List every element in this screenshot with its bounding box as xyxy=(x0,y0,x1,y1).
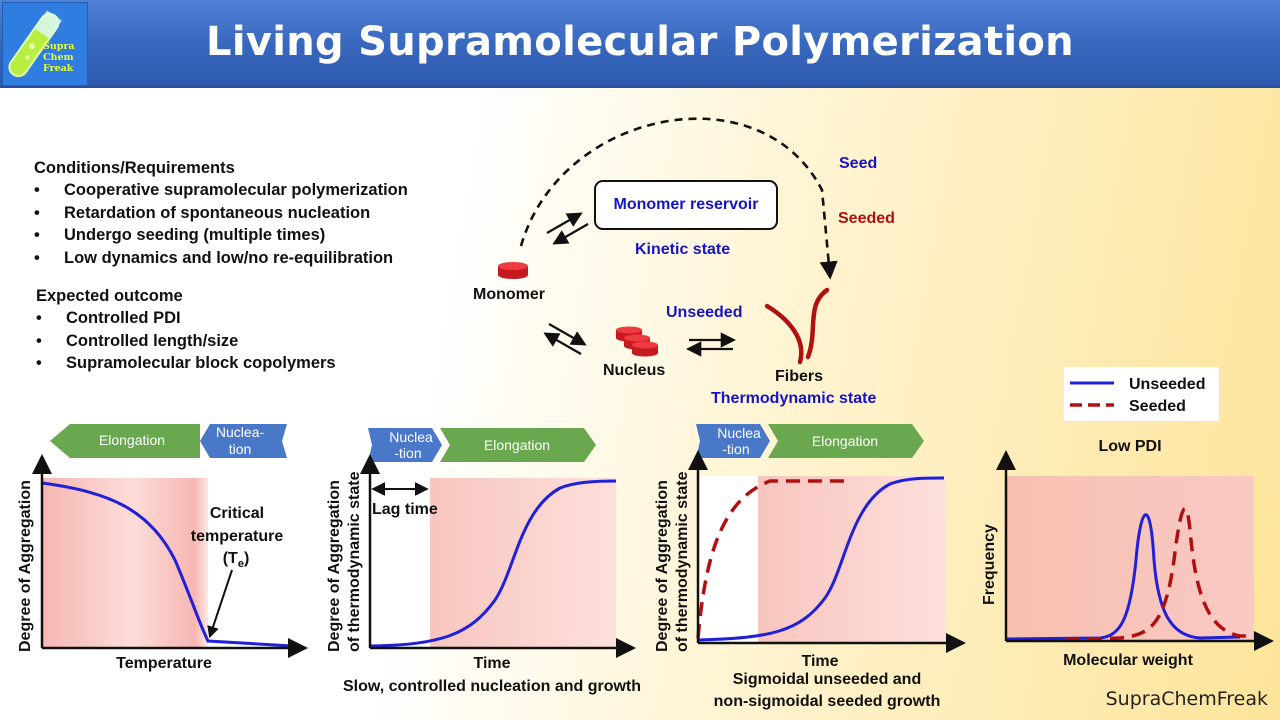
legend-unseeded-label: Unseeded xyxy=(1129,376,1205,393)
list-item: •Controlled length/size xyxy=(36,331,239,350)
nucleus-label: Nucleus xyxy=(603,362,666,379)
chart1-elongation-text: Elongation xyxy=(99,432,165,448)
equilibrium-arrows-reservoir xyxy=(546,212,589,245)
chart1-annotation-2: temperature xyxy=(191,528,284,545)
chart3-plot-area xyxy=(758,476,946,642)
chart1-plot-area xyxy=(42,478,208,648)
chart1-white-region xyxy=(208,478,292,648)
seeded-label: Seeded xyxy=(838,210,895,227)
chart2-lag-label: Lag time xyxy=(372,501,438,518)
chart4-y-label: Frequency xyxy=(981,524,998,605)
seeding-arc xyxy=(519,117,838,280)
chart1-curve xyxy=(41,481,293,648)
list-item: •Low dynamics and low/no re-equilibratio… xyxy=(34,248,394,267)
equilibrium-arrows-fibers xyxy=(685,332,737,357)
chart4-seeded-curve xyxy=(1065,506,1254,642)
list-item: •Supramolecular block copolymers xyxy=(36,354,336,372)
chart3-elongation-arrow xyxy=(768,424,924,458)
chart3-unseeded-curve xyxy=(697,476,945,642)
watermark: SupraChemFreak xyxy=(1105,688,1268,710)
fibers-icon xyxy=(764,287,830,365)
outcome-list: •Controlled PDI •Controlled length/size … xyxy=(36,307,336,375)
legend-swatches: Unseeded Seeded xyxy=(1070,376,1205,415)
chart4-title: Low PDI xyxy=(1098,438,1161,455)
chart4-plot-area xyxy=(1006,476,1254,640)
chart3-seeded-curve xyxy=(696,479,850,639)
chart2-white-region xyxy=(370,478,430,648)
list-item: •Cooperative supramolecular polymerizati… xyxy=(34,181,408,199)
chart3-x-label: Time xyxy=(801,653,838,670)
monomer-label: Monomer xyxy=(473,286,545,303)
chart3-caption-1: Sigmoidal unseeded and xyxy=(733,671,921,688)
chart3-nucleation-text-1: Nuclea xyxy=(717,425,761,441)
chart2-caption: Slow, controlled nucleation and growth xyxy=(343,678,641,695)
chart3-caption-2: non-sigmoidal seeded growth xyxy=(714,693,941,710)
chart2-elongation-arrow xyxy=(440,428,596,462)
monomer-reservoir-box: Monomer reservoir xyxy=(594,180,778,230)
chart3-elongation-text: Elongation xyxy=(812,433,878,449)
chart1-elongation-arrow xyxy=(50,424,200,458)
list-item: •Retardation of spontaneous nucleation xyxy=(34,203,371,222)
nucleus-stack-icon xyxy=(616,326,658,357)
page-title: Living Supramolecular Polymerization xyxy=(206,19,1074,65)
test-tube-icon xyxy=(8,10,62,78)
kinetic-state-label: Kinetic state xyxy=(635,241,731,258)
legend-seeded-label: Seeded xyxy=(1129,398,1186,415)
chart1: Elongation Nuclea- tion Degree of Aggreg… xyxy=(17,424,308,672)
equilibrium-arrows-nucleus xyxy=(543,323,587,355)
chart2-x-label: Time xyxy=(473,655,510,672)
chart3-white-region xyxy=(698,476,758,642)
chart4-x-label: Molecular weight xyxy=(1063,652,1193,669)
chart3-y-label-1: Degree of Aggregation xyxy=(654,480,671,652)
chart2-elongation-text: Elongation xyxy=(484,437,550,453)
chart2-y-label-1: Degree of Aggregation xyxy=(326,480,343,652)
chart2-curve xyxy=(369,479,617,648)
chart3: Nuclea -tion Elongation Degree of Aggreg… xyxy=(654,424,966,710)
chart2: Nuclea -tion Elongation Lag time Degree … xyxy=(326,428,641,695)
list-item: •Undergo seeding (multiple times) xyxy=(34,226,326,244)
chart1-nucleation-text-1: Nuclea- xyxy=(216,424,265,440)
list-item: •Controlled PDI xyxy=(36,309,181,327)
logo-text: Supra Chem Freak xyxy=(43,41,75,74)
chart3-nucleation-arrow xyxy=(696,424,770,458)
chart4-legend: Unseeded Seeded xyxy=(1064,367,1219,421)
chart1-nucleation-arrow xyxy=(200,424,287,458)
fibers-label: Fibers xyxy=(775,368,824,385)
chart4-unseeded-curve xyxy=(1005,513,1241,641)
unseeded-label: Unseeded xyxy=(666,304,743,321)
chart2-y-label-2: of thermodynamic state xyxy=(346,471,363,652)
chart4: Low PDI Frequency Molecular weight xyxy=(981,438,1274,669)
chart3-y-label-2: of thermodynamic state xyxy=(674,471,691,652)
chart1-x-label: Temperature xyxy=(116,655,212,672)
chart1-y-label: Degree of Aggregation xyxy=(17,480,34,652)
chart2-nucleation-text-1: Nuclea xyxy=(389,429,433,445)
chart3-nucleation-text-2: -tion xyxy=(722,441,749,457)
header-bar: Supra Chem Freak Living Supramolecular P… xyxy=(0,0,1280,88)
seed-label: Seed xyxy=(839,155,878,172)
outcome-heading: Expected outcome xyxy=(36,287,183,305)
chart2-plot-area xyxy=(430,478,616,648)
chart1-annotation-1: Critical xyxy=(210,505,264,522)
chart1-nucleation-text-2: tion xyxy=(229,441,252,457)
chart2-nucleation-text-2: -tion xyxy=(394,445,421,461)
logo: Supra Chem Freak xyxy=(2,2,88,86)
conditions-list: •Cooperative supramolecular polymerizati… xyxy=(34,179,408,269)
monomer-disk-icon xyxy=(498,262,528,279)
chart2-nucleation-arrow xyxy=(368,428,442,462)
conditions-heading: Conditions/Requirements xyxy=(34,159,235,177)
chart1-annotation-symbol: (Te) xyxy=(223,550,250,570)
thermodynamic-state-label: Thermodynamic state xyxy=(711,390,877,407)
